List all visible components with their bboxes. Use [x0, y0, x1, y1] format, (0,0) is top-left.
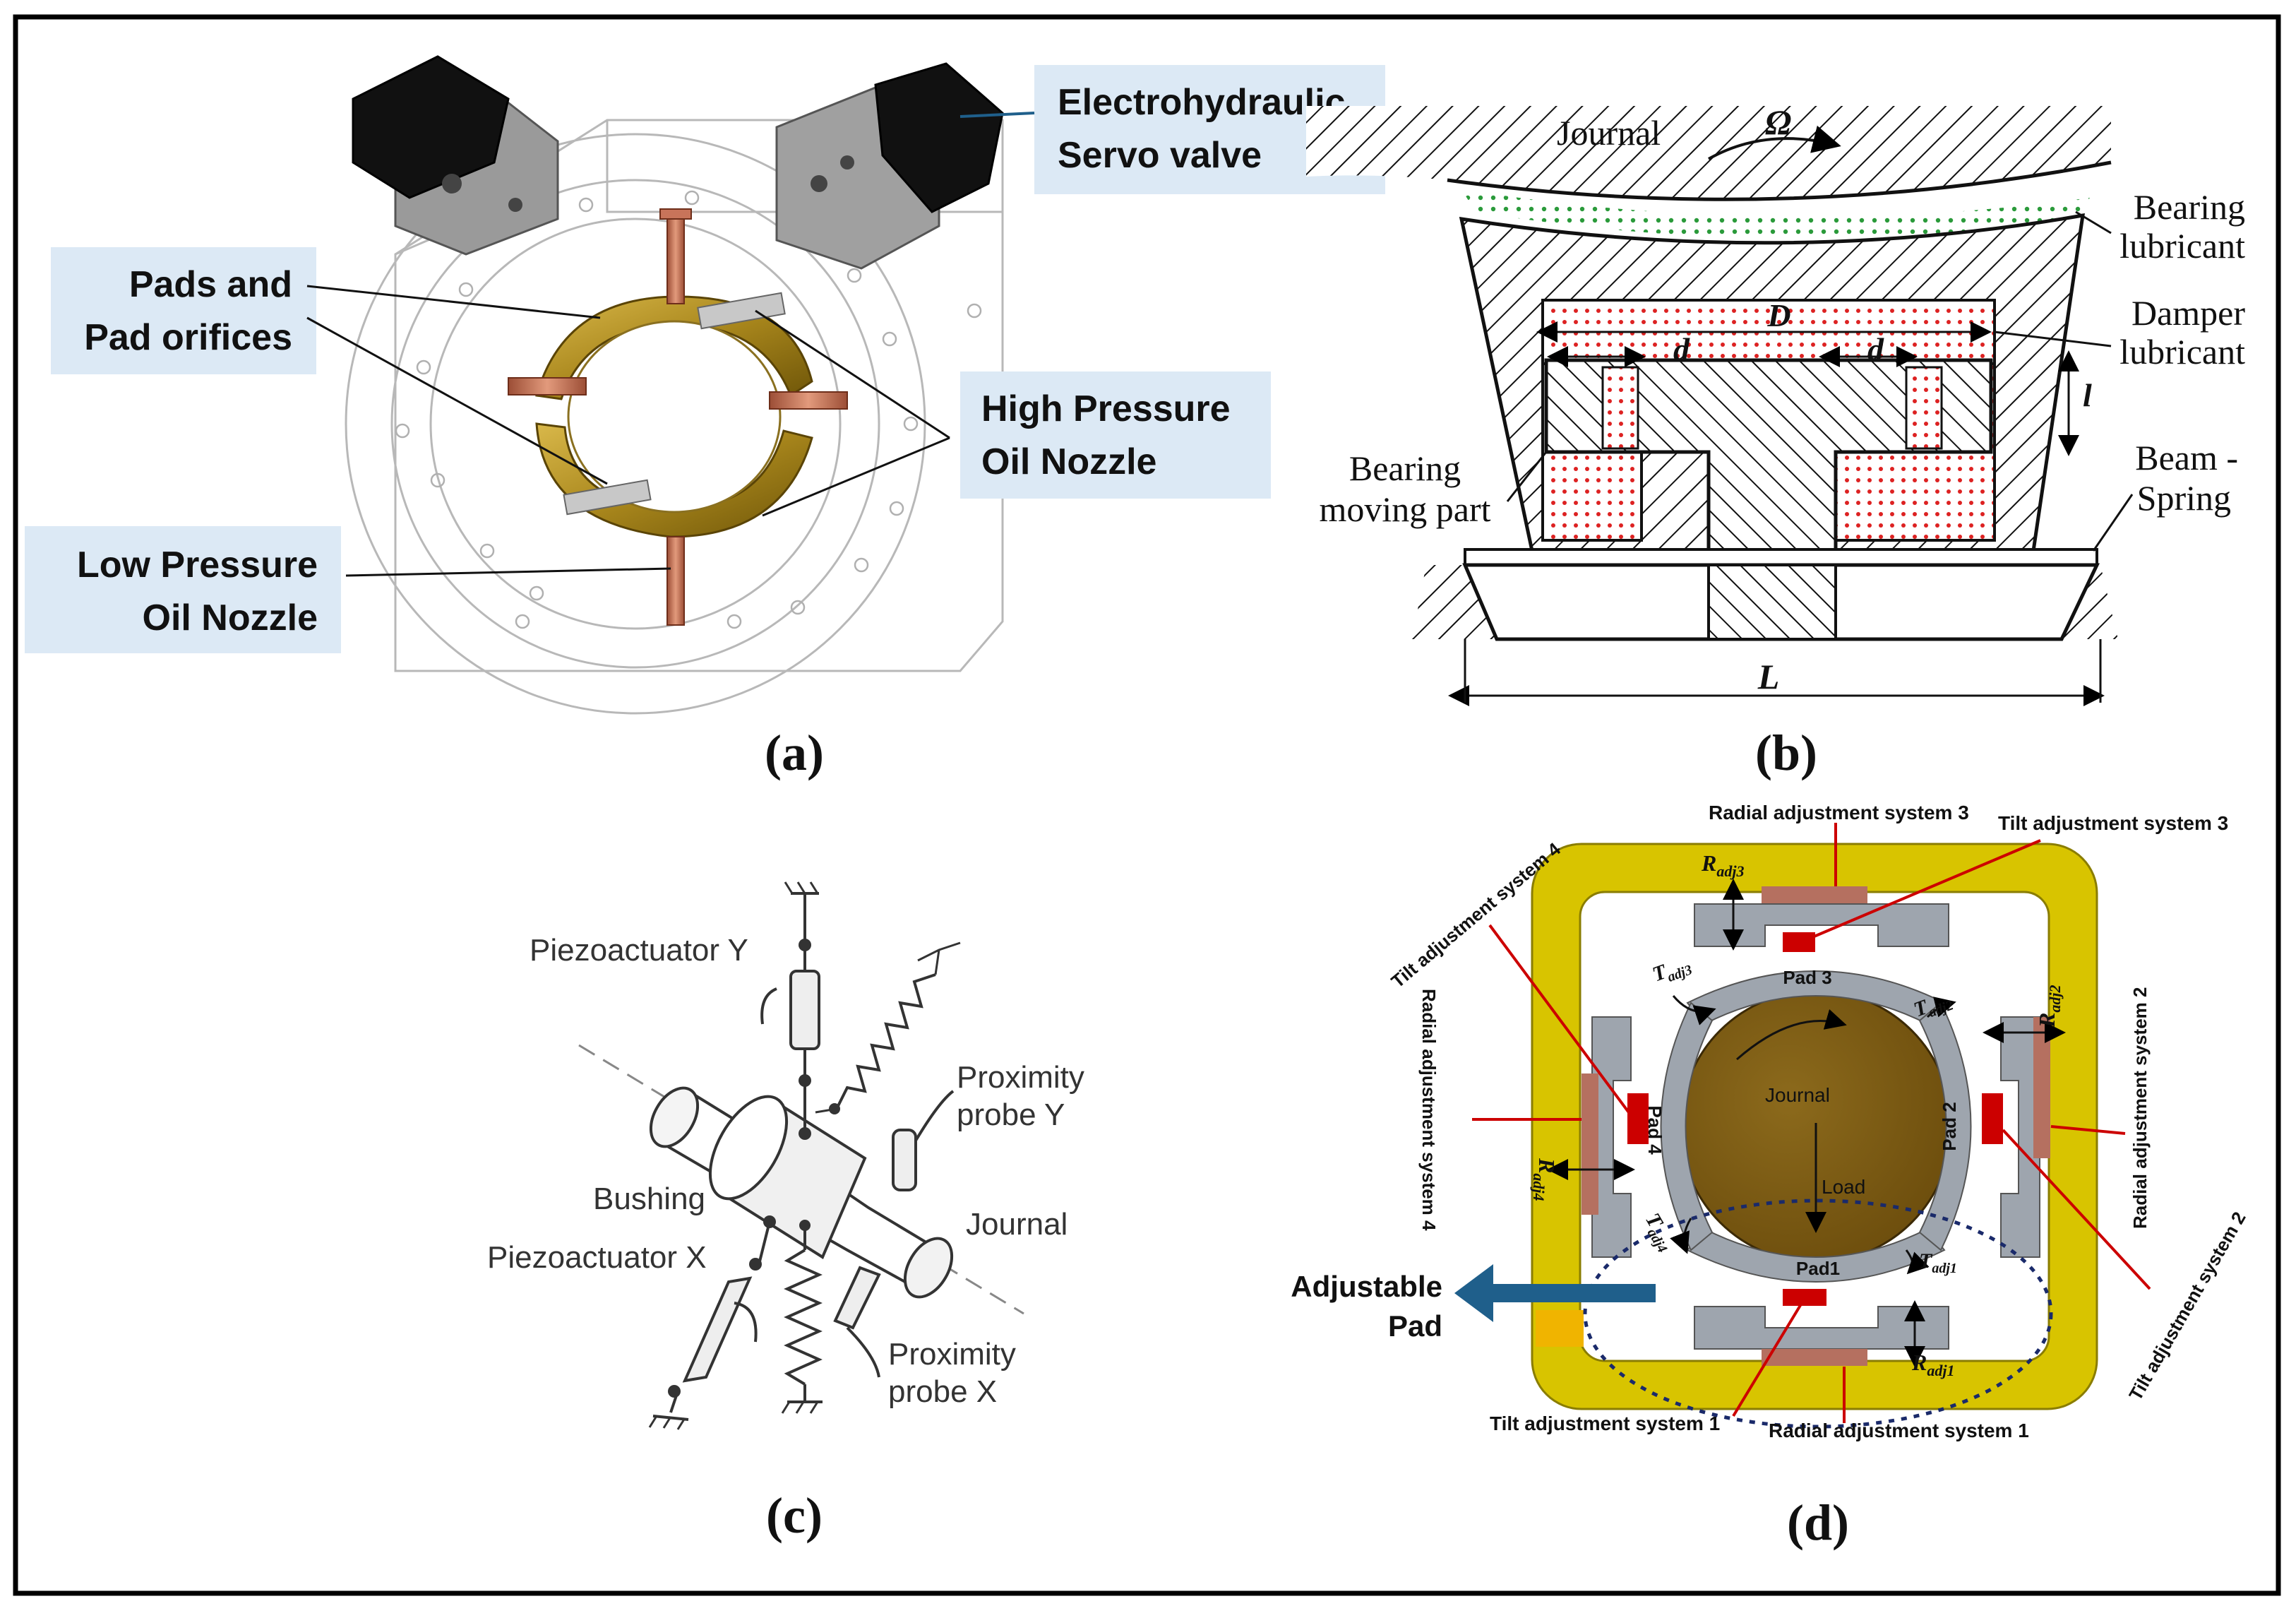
label-r-adj2: Radj2: [2034, 985, 2064, 1028]
callout-low-pressure-line2: Oil Nozzle: [143, 597, 318, 638]
label-dim-D: D: [1766, 297, 1790, 333]
proximity-probe-y: [892, 1090, 955, 1191]
label-adjustable-1: Adjustable: [1291, 1270, 1442, 1303]
servo-valve-left: [352, 55, 559, 256]
leader-pads-2: [306, 316, 608, 485]
label-load: Load: [1822, 1176, 1865, 1198]
leader-hp-1: [755, 309, 950, 439]
panel-d: Radial adjustment system 3 Tilt adjustme…: [1291, 802, 2249, 1551]
label-adjustable-2: Pad: [1388, 1309, 1442, 1343]
label-damper-lubricant-2: lubricant: [2119, 332, 2245, 371]
label-beam-spring-2: Spring: [2137, 478, 2231, 518]
callout-high-pressure-line1: High Pressure: [981, 388, 1231, 429]
beam-spring-plate: [1464, 548, 2098, 566]
servo-valve-right: [775, 62, 1004, 270]
bushing: [708, 1095, 867, 1259]
journal-hatched: [1306, 106, 2111, 200]
callout-servo-valve-line1: Electrohydraulic: [1058, 82, 1345, 123]
label-proximity-x-2: probe X: [888, 1374, 997, 1409]
label-dim-l: l: [2083, 377, 2092, 413]
bolt-holes: [395, 190, 982, 629]
rotation-arrow: [1708, 125, 1841, 160]
label-piezo-y: Piezoactuator Y: [530, 933, 748, 968]
adjustable-pad-arrow: [1454, 1264, 1656, 1322]
label-bushing: Bushing: [593, 1182, 705, 1216]
label-bearing-lubricant-1: Bearing: [2134, 187, 2245, 227]
label-proximity-y-1: Proximity: [957, 1060, 1084, 1095]
caption-b: (b): [1755, 725, 1817, 781]
spring-y: [815, 941, 961, 1114]
pad-2: [1918, 1001, 2050, 1258]
callout-low-pressure-box: [25, 526, 341, 653]
label-radial-1: Radial adjustment system 1: [1769, 1420, 2029, 1441]
panel-c: Piezoactuator Y Proximity probe Y Bushin…: [487, 881, 1084, 1544]
adjust-arrows: [1547, 879, 2066, 1367]
caption-d: (d): [1787, 1494, 1849, 1551]
callout-high-pressure-box: [960, 371, 1271, 499]
label-piezo-x: Piezoactuator X: [487, 1240, 707, 1275]
label-pad4: Pad 4: [1644, 1105, 1666, 1155]
label-moving-part-2: moving part: [1319, 489, 1490, 529]
adjustable-pad-highlight: [1583, 1198, 2053, 1429]
label-journal-c: Journal: [966, 1207, 1068, 1242]
journal-surface: [1447, 160, 2112, 201]
label-tilt-3: Tilt adjustment system 3: [1998, 812, 2228, 834]
leader-hp-2: [762, 436, 950, 517]
panel-a: Electrohydraulic Servo valve Pads and Pa…: [25, 55, 1385, 781]
label-dim-d-right: d: [1867, 331, 1884, 367]
leader-servo: [959, 112, 1035, 118]
label-r-adj1: Radj1: [1911, 1350, 1954, 1379]
label-moving-part-1: Bearing: [1349, 448, 1461, 488]
label-radial-2: Radial adjustment system 2: [2129, 987, 2151, 1229]
label-t-adj1: Tadj1: [1919, 1249, 1957, 1276]
inner-slot-left: [1601, 366, 1639, 450]
caption-a: (a): [765, 725, 824, 781]
bearing-pads-ring: [535, 292, 813, 538]
label-radial-3: Radial adjustment system 3: [1709, 802, 1969, 823]
label-journal: Journal: [1557, 113, 1661, 153]
callout-pads-line2: Pad orifices: [84, 317, 292, 358]
callout-pads-line1: Pads and: [129, 264, 292, 305]
callout-pads-box: [51, 247, 316, 374]
label-radial-4: Radial adjustment system 4: [1418, 989, 1440, 1231]
label-pad1: Pad1: [1796, 1258, 1840, 1279]
caption-c: (c): [766, 1487, 823, 1544]
label-proximity-x-1: Proximity: [888, 1337, 1016, 1372]
piezoactuator-x: [648, 1215, 776, 1430]
inner-slot-right: [1905, 366, 1943, 450]
label-omega: Ω: [1765, 102, 1791, 142]
label-pad3: Pad 3: [1783, 967, 1831, 988]
label-damper-lubricant-1: Damper: [2131, 293, 2245, 333]
journal-rotation-arrow: [1736, 1009, 1847, 1061]
label-r-adj4: Radj4: [1530, 1158, 1560, 1201]
panel-b: Journal Ω Bearing lubricant Damper lubri…: [1306, 102, 2245, 781]
spring-x: [781, 1220, 823, 1414]
copper-nozzles: [508, 208, 848, 626]
label-journal-d: Journal: [1765, 1084, 1830, 1106]
outer-border: [13, 14, 2281, 1596]
piezoactuator-y: [760, 881, 820, 1140]
label-bearing-lubricant-2: lubricant: [2119, 226, 2245, 266]
label-dim-L: L: [1757, 657, 1780, 696]
stem-hatched: [1707, 564, 1837, 641]
callout-high-pressure-line2: Oil Nozzle: [981, 441, 1156, 482]
label-tilt-1: Tilt adjustment system 1: [1490, 1412, 1720, 1434]
callout-low-pressure-line1: Low Pressure: [77, 545, 318, 585]
label-r-adj3: Radj3: [1701, 850, 1744, 880]
label-beam-spring-1: Beam -: [2135, 438, 2238, 477]
label-pad2: Pad 2: [1939, 1102, 1960, 1150]
label-proximity-y-2: probe Y: [957, 1098, 1065, 1132]
callout-servo-valve-line2: Servo valve: [1058, 135, 1262, 176]
proximity-probe-x: [833, 1266, 881, 1378]
leader-lp: [345, 567, 671, 577]
leader-pads-1: [306, 285, 601, 319]
frame-orange-patch: [1536, 1310, 1584, 1347]
bearing-lubricant-film: [1461, 189, 2090, 239]
label-dim-d-left: d: [1673, 331, 1690, 367]
label-tilt-2: Tilt adjustment system 2: [2124, 1208, 2249, 1404]
red-leaders: [1472, 823, 2151, 1423]
